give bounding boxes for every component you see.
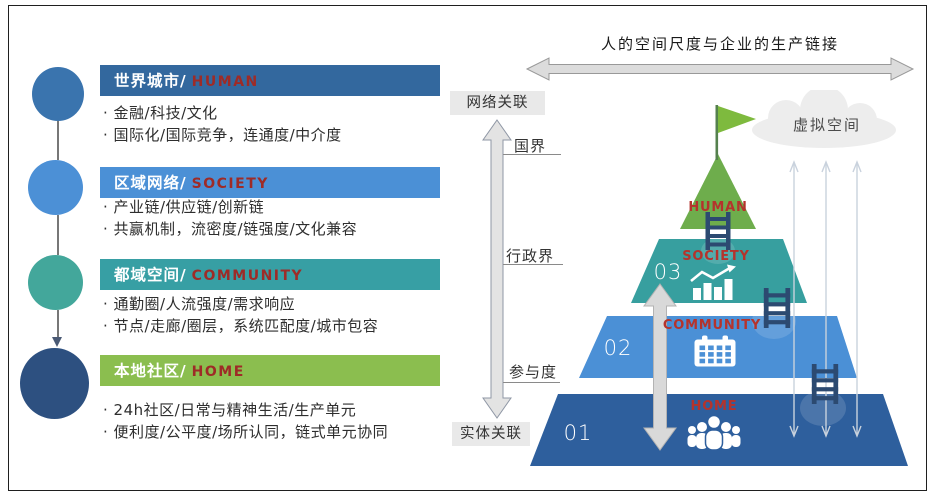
ladder-glow (800, 390, 846, 426)
section-title-zh: 都域空间/ (114, 266, 187, 284)
section-title-en: HOME (191, 364, 245, 380)
axis-tick-line (503, 382, 560, 383)
section-header-metro-space: 都域空间/COMMUNITY (100, 259, 440, 290)
level-name-human: HUMAN (688, 200, 748, 215)
scale-axis-arrow (482, 119, 512, 419)
section-bullets: · 通勤圈/人流强度/需求响应 · 节点/走廊/圈层，系统匹配度/城市包容 (103, 294, 378, 337)
level-number-01: 01 (563, 421, 593, 445)
section-bullets: · 金融/科技/文化 · 国际化/国际竞争，连通度/中介度 (103, 103, 342, 146)
calendar-icon (694, 335, 736, 367)
timeline-connector (57, 310, 59, 338)
level-name-society: SOCIETY (682, 249, 750, 264)
bullet-line: · 金融/科技/文化 (103, 104, 218, 122)
axis-tick-line (503, 154, 561, 155)
canvas-border (8, 5, 927, 491)
axis-tick-label: 国界 (514, 137, 547, 155)
pyramid-level-01 (530, 394, 908, 466)
stage-circle-4 (20, 348, 89, 419)
level-name-home: HOME (690, 399, 738, 414)
bullet-line: · 产业链/供应链/创新链 (103, 198, 265, 216)
section-title-zh: 本地社区/ (114, 362, 187, 380)
timeline-arrow-icon (52, 337, 62, 347)
bullet-line: · 便利度/公平度/场所认同，链式单元协同 (103, 422, 389, 441)
top-axis-arrow (525, 57, 915, 81)
flag-icon (715, 105, 756, 160)
top-axis-label: 人的空间尺度与企业的生产链接 (600, 35, 839, 53)
bullet-line: · 通勤圈/人流强度/需求响应 (103, 295, 296, 313)
ladder-icon (763, 288, 791, 328)
pyramid-updown-arrow (643, 283, 677, 451)
section-title-en: COMMUNITY (191, 268, 304, 284)
stage-circle-3 (28, 255, 83, 310)
level-name-community: COMMUNITY (662, 318, 762, 333)
timeline-connector (57, 215, 59, 255)
ladder-icon (705, 212, 731, 250)
ladder-icon (811, 364, 839, 404)
axis-tick-label: 行政界 (506, 247, 555, 265)
section-title-en: HUMAN (191, 74, 259, 90)
entity-relation-badge: 实体关联 (452, 422, 530, 446)
section-title-en: SOCIETY (191, 176, 269, 192)
section-bullets: · 产业链/供应链/创新链 · 共赢机制，流密度/链强度/文化兼容 (103, 197, 357, 240)
timeline-connector (57, 121, 59, 160)
section-title-zh: 世界城市/ (114, 72, 187, 90)
bullet-line: · 国际化/国际竞争，连通度/中介度 (103, 125, 342, 144)
section-title-zh: 区域网络/ (114, 174, 187, 192)
section-bullets: · 24h社区/日常与精神生活/生产单元 · 便利度/公平度/场所认同，链式单元… (103, 400, 388, 443)
level-number-02: 02 (603, 336, 633, 360)
section-header-local-community: 本地社区/HOME (100, 355, 440, 386)
cloud-icon (752, 90, 896, 148)
chart-icon (690, 264, 736, 300)
network-relation-badge: 网络关联 (450, 91, 545, 115)
axis-tick-line (503, 264, 563, 265)
bullet-line: · 共赢机制，流密度/链强度/文化兼容 (103, 219, 358, 238)
bullet-line: · 节点/走廊/圈层，系统匹配度/城市包容 (103, 316, 379, 335)
level-number-03: 03 (653, 260, 683, 284)
bullet-line: · 24h社区/日常与精神生活/生产单元 (103, 401, 357, 419)
stage-circle-2 (28, 160, 83, 215)
axis-tick-label: 参与度 (509, 363, 558, 381)
section-header-regional-network: 区域网络/SOCIETY (100, 167, 440, 198)
stage-circle-1 (32, 67, 84, 121)
virtual-space-label: 虚拟空间 (792, 116, 861, 134)
people-icon (687, 414, 741, 451)
section-header-world-city: 世界城市/HUMAN (100, 65, 440, 96)
